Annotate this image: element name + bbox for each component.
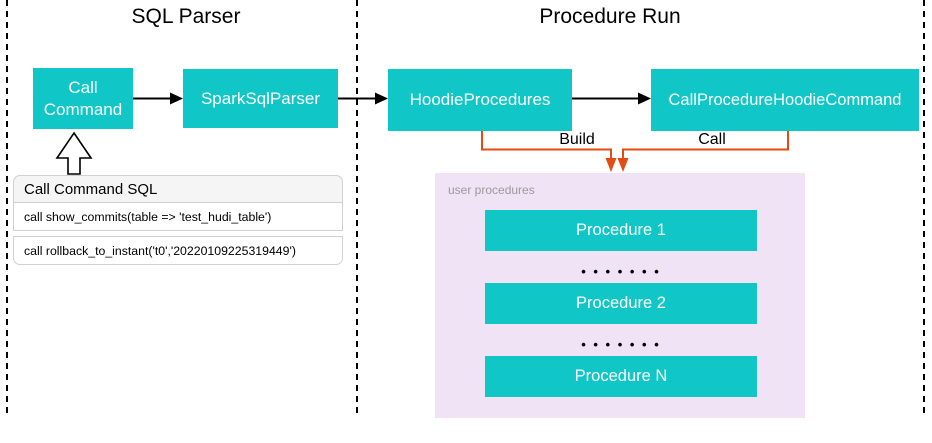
middle-section-dashed-border — [356, 0, 358, 413]
ellipsis-dots: • • • • • • • — [581, 337, 661, 352]
sql-example-rollback-to-instant: call rollback_to_instant('t0','202201092… — [13, 236, 343, 265]
build-edge-label: Build — [559, 131, 595, 148]
call-command-node: Call Command — [33, 68, 133, 129]
ellipsis-dots: • • • • • • • — [581, 264, 661, 279]
procedure-2-node: Procedure 2 — [485, 283, 757, 324]
procedure-1-node: Procedure 1 — [485, 210, 757, 251]
arrow-callcommand-to-sparksqlparser — [133, 92, 183, 105]
right-section-dashed-border — [923, 0, 925, 413]
sql-panel-title: Call Command SQL — [13, 175, 343, 203]
arrow-hoodieprocedures-to-callprocedurehoodiecommand — [572, 92, 651, 105]
user-procedures-label: user procedures — [448, 183, 535, 197]
sql-example-show-commits: call show_commits(table => 'test_hudi_ta… — [13, 202, 343, 231]
hoodie-procedures-node: HoodieProcedures — [388, 69, 572, 131]
user-procedures-container: user procedures Procedure 1 • • • • • • … — [435, 173, 805, 418]
arrow-sparksqlparser-to-hoodieprocedures — [338, 92, 388, 105]
call-edge-label: Call — [698, 131, 726, 148]
spark-sql-parser-node: SparkSqlParser — [183, 69, 338, 128]
left-section-dashed-border — [6, 0, 8, 413]
call-procedure-hoodie-command-node: CallProcedureHoodieCommand — [651, 69, 919, 131]
call-command-sql-panel: Call Command SQL call show_commits(table… — [13, 175, 343, 265]
procedure-run-section-title: Procedure Run — [539, 5, 681, 28]
hollow-up-arrow — [55, 131, 93, 175]
sql-parser-section-title: SQL Parser — [131, 5, 241, 28]
procedure-n-node: Procedure N — [485, 356, 757, 397]
